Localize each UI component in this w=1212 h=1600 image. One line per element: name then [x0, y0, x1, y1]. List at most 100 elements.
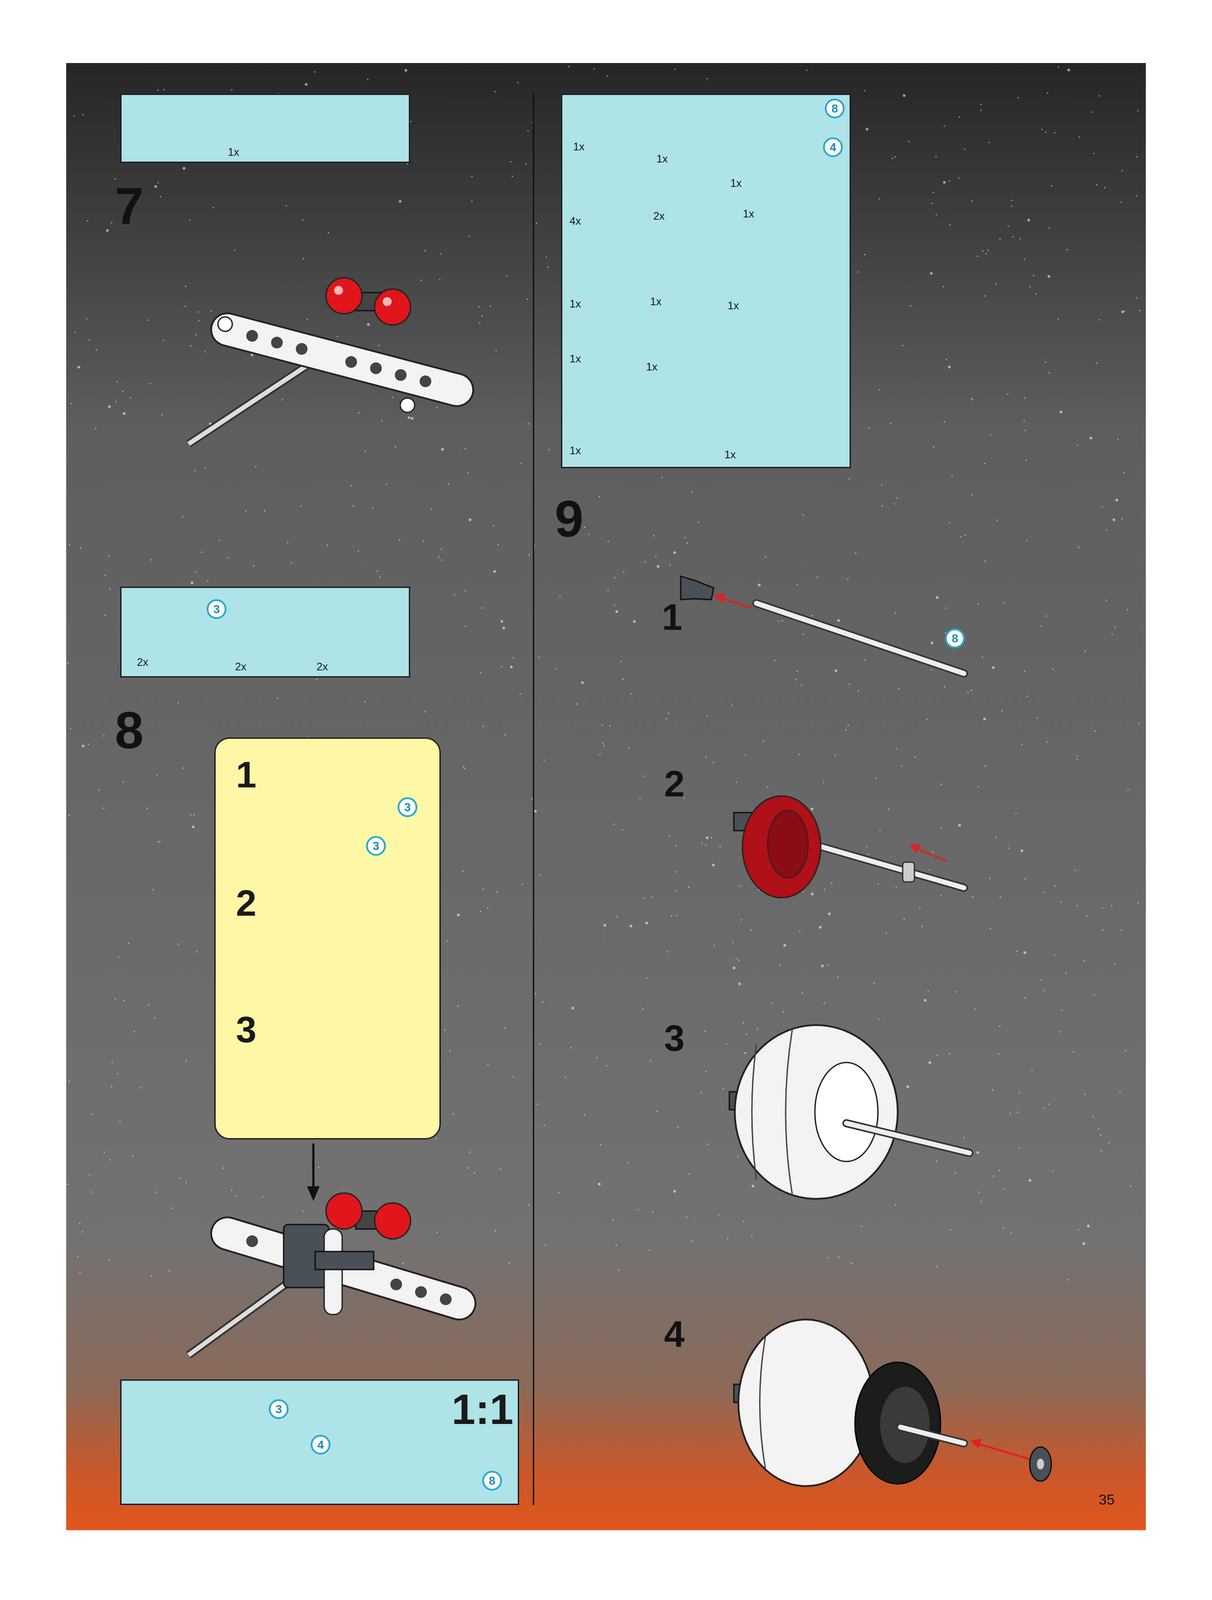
beam-hole — [415, 1286, 427, 1298]
step-number: 7 — [114, 180, 144, 232]
part-count: 1x — [569, 445, 581, 457]
parts-box: 1:1 3 4 8 — [120, 1379, 520, 1506]
part-count: 1x — [727, 300, 739, 312]
part-count: 1x — [569, 298, 581, 310]
white-tyre — [734, 1025, 898, 1199]
step-number: 2 — [235, 884, 257, 922]
arrow-head — [307, 1186, 320, 1202]
beam-hole — [345, 356, 358, 368]
axle — [315, 1251, 374, 1270]
beam-hole — [390, 1278, 403, 1291]
beam-hole — [419, 375, 432, 388]
part-count: 1x — [646, 361, 658, 373]
callout-number: 3 — [213, 603, 220, 616]
cross-block — [324, 1229, 343, 1315]
pointer-arrow — [312, 1143, 315, 1189]
callout-circle: 4 — [310, 1434, 331, 1455]
star-field — [67, 65, 1141, 1281]
cone — [680, 576, 714, 600]
space-background — [66, 63, 1146, 1531]
red-arrow — [977, 1443, 1036, 1461]
part-count: 1x — [569, 353, 581, 365]
parts-box: 2x 2x 2x 3 — [120, 586, 411, 678]
pin — [400, 397, 415, 413]
axle-8 — [846, 1123, 970, 1154]
part-count: 1x — [742, 208, 755, 220]
callout-number: 3 — [372, 840, 380, 852]
red-arrow — [916, 848, 948, 862]
divider-line — [533, 93, 535, 1506]
tread-line — [785, 1028, 793, 1196]
part-count: 1x — [724, 449, 736, 461]
callout-circle: 4 — [823, 137, 843, 158]
beam-holes — [246, 1235, 452, 1306]
part-count: 4x — [569, 215, 581, 227]
tyre-rim — [854, 1362, 941, 1484]
callout-number: 8 — [488, 1474, 496, 1487]
disc-inner — [767, 810, 809, 878]
tread-line — [751, 1044, 757, 1180]
highlight — [334, 285, 344, 295]
part-count: 1x — [656, 153, 668, 165]
step-number: 1:1 — [451, 1388, 514, 1431]
highlight — [382, 297, 392, 307]
part-count: 1x — [730, 177, 742, 189]
callout-circle: 3 — [206, 599, 227, 620]
callout-number: 3 — [404, 801, 411, 814]
parts-box: 1x 1x 1x 4x 2x 1x 1x 1x 1x 1x 1x 1x 1x 8 4 — [560, 93, 851, 469]
callout-circle: 8 — [824, 98, 845, 119]
callout-circle: 8 — [945, 628, 965, 649]
callout-number: 3 — [275, 1403, 282, 1416]
part-count: 2x — [653, 210, 665, 222]
part-count: 2x — [316, 661, 328, 673]
red-ball — [374, 289, 411, 326]
bush-hole — [1036, 1458, 1045, 1470]
tyre-hub — [814, 1062, 878, 1162]
part-count: 1x — [227, 146, 240, 158]
callout-circle: 3 — [366, 836, 386, 856]
axle-8 — [900, 1427, 964, 1444]
callout-number: 4 — [317, 1438, 324, 1451]
step-number: 3 — [235, 1011, 257, 1049]
beam-hole — [394, 369, 407, 381]
step-number: 2 — [664, 765, 685, 803]
part-count: 2x — [235, 661, 247, 673]
bush — [902, 862, 915, 882]
beam-hole — [246, 1235, 258, 1248]
step-number: 9 — [554, 492, 584, 545]
red-ball — [325, 277, 362, 314]
white-tyre — [738, 1319, 874, 1487]
tread-line — [759, 1337, 766, 1469]
axle — [188, 360, 316, 444]
callout-circle: 3 — [268, 1399, 289, 1420]
beam-hole — [370, 362, 382, 375]
beam-hole — [271, 336, 283, 349]
callout-number: 4 — [829, 141, 837, 154]
arrow-head — [713, 593, 725, 604]
step-number: 1 — [661, 598, 683, 636]
part-count: 2x — [136, 656, 149, 668]
part-count: 1x — [650, 296, 662, 308]
beam-hole — [295, 343, 308, 355]
beam-holes — [246, 330, 432, 388]
axle — [188, 360, 316, 444]
red-ball — [374, 1202, 411, 1240]
axle-8 — [756, 603, 964, 674]
part-count: 1x — [573, 141, 585, 153]
beam-outline — [227, 329, 457, 390]
page-number: 35 — [1098, 1492, 1115, 1507]
step-number: 8 — [114, 704, 144, 757]
callout-number: 8 — [951, 632, 959, 645]
beam-body — [227, 1233, 460, 1304]
axle-8 — [756, 603, 964, 674]
tyre-tread — [751, 1028, 793, 1196]
pin — [217, 316, 233, 332]
callout-number: 8 — [831, 102, 838, 115]
step-number: 4 — [664, 1315, 685, 1353]
callout-circle: 8 — [482, 1470, 502, 1491]
beam-hole — [246, 330, 258, 342]
beam-body — [227, 329, 457, 390]
arrow-head — [909, 844, 921, 854]
sub-assembly-box: 12333 — [214, 737, 441, 1140]
